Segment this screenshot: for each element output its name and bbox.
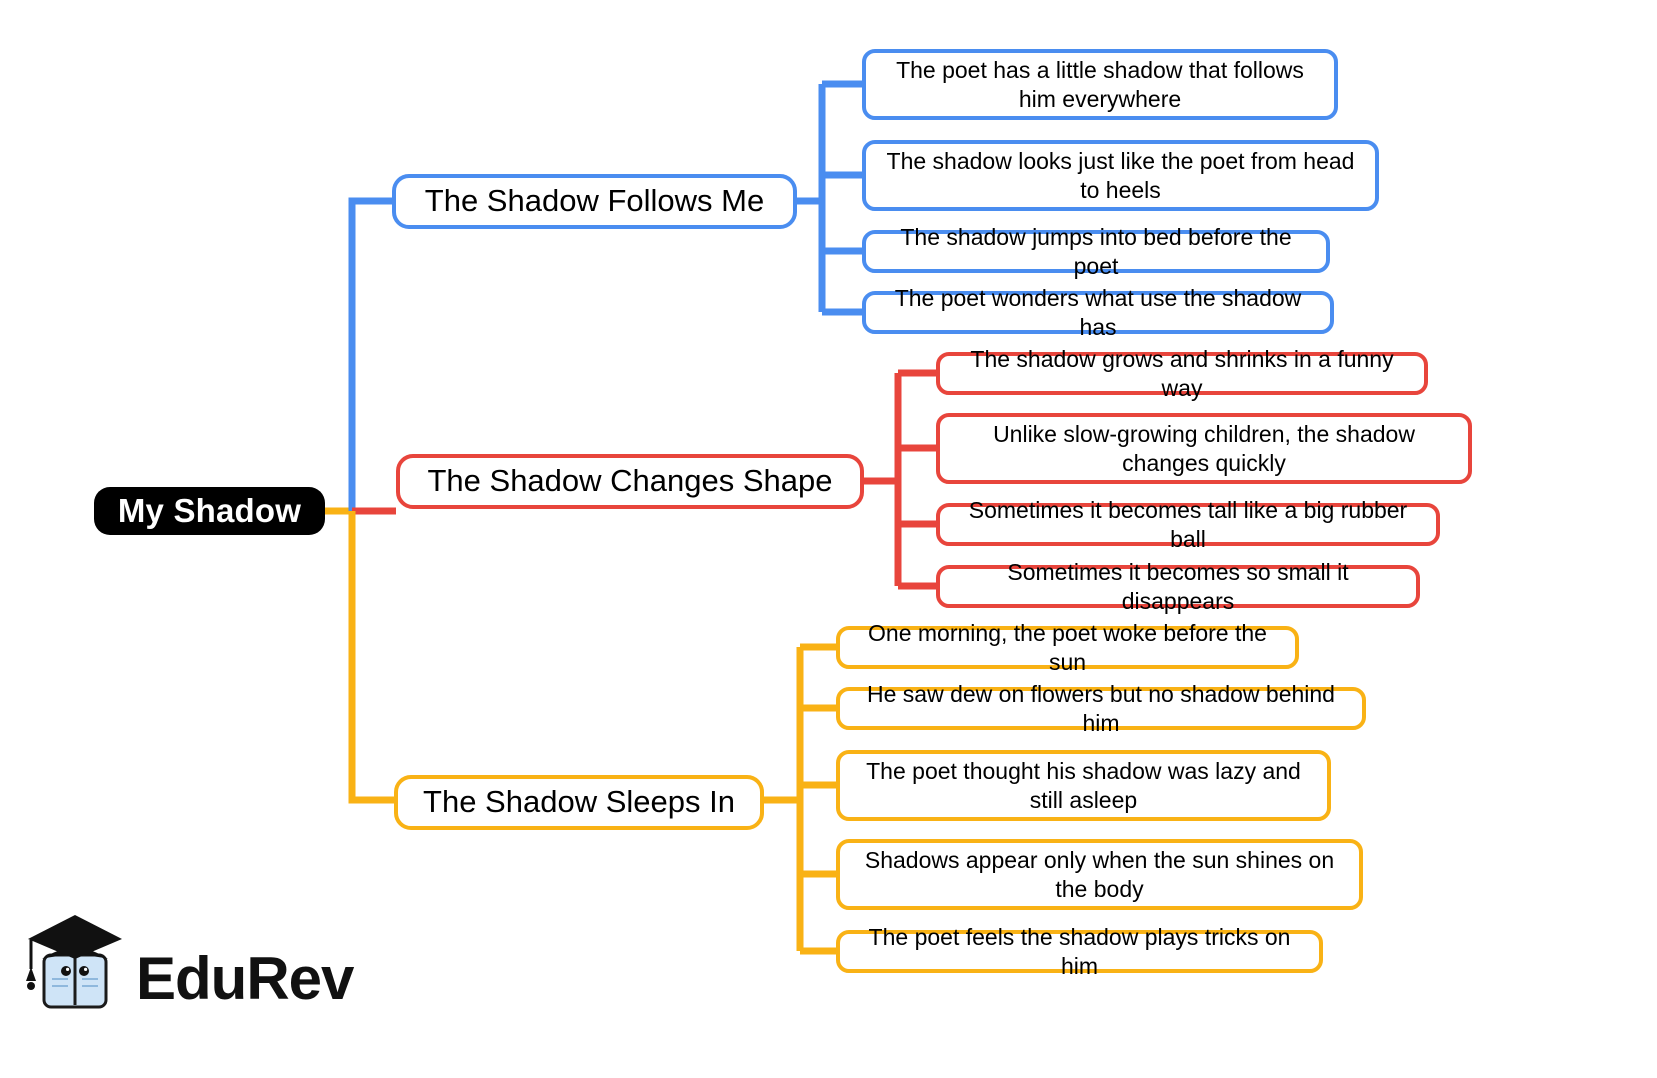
root-node[interactable]: My Shadow xyxy=(94,487,325,535)
leaf-node-label: Shadows appear only when the sun shines … xyxy=(864,846,1335,902)
branch-node-shadow-sleeps-in[interactable]: The Shadow Sleeps In xyxy=(394,775,764,830)
branch-node-label: The Shadow Follows Me xyxy=(424,183,765,219)
branch-node-shadow-follows-me[interactable]: The Shadow Follows Me xyxy=(392,174,797,229)
leaf-node-label: One morning, the poet woke before the su… xyxy=(868,619,1267,675)
leaf-node-label: The poet has a little shadow that follow… xyxy=(896,56,1304,112)
leaf-node-label: The shadow jumps into bed before the poe… xyxy=(900,223,1292,279)
leaf-node-label: The shadow grows and shrinks in a funny … xyxy=(970,345,1394,401)
leaf-node[interactable]: The shadow jumps into bed before the poe… xyxy=(862,224,1330,279)
branch-node-label: The Shadow Sleeps In xyxy=(423,784,735,820)
link-root-to-branch-yellow xyxy=(348,511,394,804)
leaf-node[interactable]: Sometimes it becomes tall like a big rub… xyxy=(936,497,1440,552)
leaf-node-label: Unlike slow-growing children, the shadow… xyxy=(993,420,1415,476)
leaf-node[interactable]: The poet thought his shadow was lazy and… xyxy=(836,750,1331,821)
leaf-node[interactable]: The poet feels the shadow plays tricks o… xyxy=(836,924,1323,979)
leaf-node-label: Sometimes it becomes so small it disappe… xyxy=(1007,558,1349,614)
leaf-node[interactable]: The poet wonders what use the shadow has xyxy=(862,285,1334,340)
leaf-node-label: The poet wonders what use the shadow has xyxy=(894,284,1302,340)
leaf-node[interactable]: One morning, the poet woke before the su… xyxy=(836,620,1299,675)
leaf-node[interactable]: The shadow looks just like the poet from… xyxy=(862,140,1379,211)
leaf-node-label: He saw dew on flowers but no shadow behi… xyxy=(867,680,1335,736)
leaf-node[interactable]: The poet has a little shadow that follow… xyxy=(862,49,1338,120)
leaf-node-label: Sometimes it becomes tall like a big rub… xyxy=(968,496,1408,552)
branch-node-label: The Shadow Changes Shape xyxy=(427,463,833,499)
leaf-node[interactable]: Shadows appear only when the sun shines … xyxy=(836,839,1363,910)
leaf-node-label: The poet feels the shadow plays tricks o… xyxy=(868,923,1291,979)
graduation-cap-book-icon xyxy=(22,907,126,1015)
leaf-node[interactable]: Sometimes it becomes so small it disappe… xyxy=(936,559,1420,614)
root-node-label: My Shadow xyxy=(117,492,302,530)
link-root-to-branch-blue xyxy=(348,197,392,511)
leaf-node[interactable]: Unlike slow-growing children, the shadow… xyxy=(936,413,1472,484)
leaf-node-label: The poet thought his shadow was lazy and… xyxy=(866,757,1301,813)
leaf-node[interactable]: He saw dew on flowers but no shadow behi… xyxy=(836,681,1366,736)
leaf-node-label: The shadow looks just like the poet from… xyxy=(886,147,1355,203)
edurev-logo: EduRev xyxy=(22,903,354,1015)
leaf-node[interactable]: The shadow grows and shrinks in a funny … xyxy=(936,346,1428,401)
edurev-wordmark: EduRev xyxy=(136,945,354,1012)
branch-node-shadow-changes-shape[interactable]: The Shadow Changes Shape xyxy=(396,454,864,509)
